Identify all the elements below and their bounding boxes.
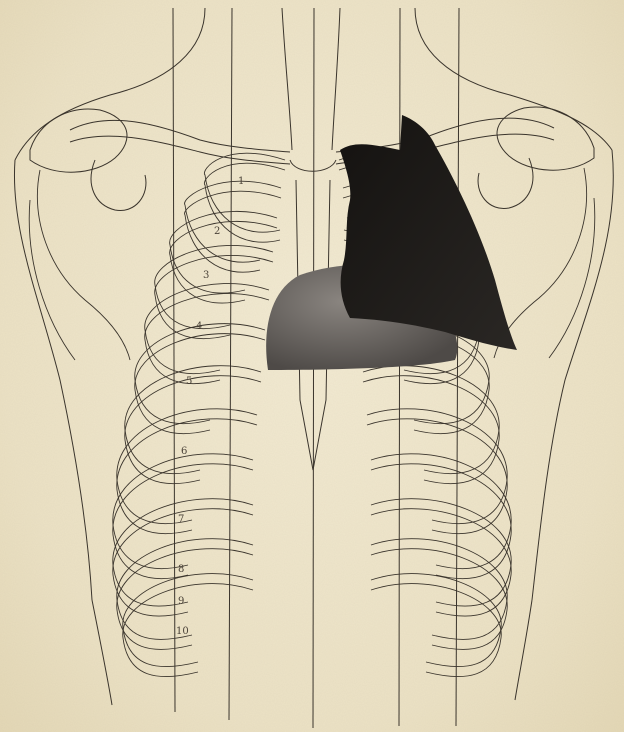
rib-number-6: 6 [181,446,187,457]
rib-number-8: 8 [178,564,184,575]
rib-number-2: 2 [214,226,220,237]
rib-number-3: 3 [203,270,209,281]
rib-number-7: 7 [178,514,184,525]
rib-number-5: 5 [186,376,192,387]
rib-number-10: 10 [176,626,189,637]
rib-number-9: 9 [178,596,184,607]
rib-number-4: 4 [196,321,202,332]
rib-number-1: 1 [238,176,244,187]
